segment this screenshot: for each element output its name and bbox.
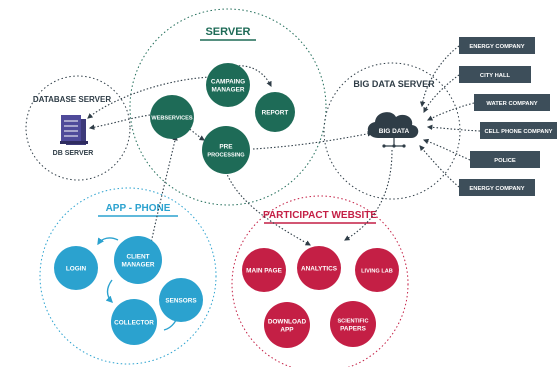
data-source-label: POLICE <box>494 158 516 164</box>
arrow-source4 <box>426 124 481 132</box>
node-circle <box>111 299 157 345</box>
node-label: LOGIN <box>66 265 87 272</box>
node-label: PRE <box>219 143 233 150</box>
node-circle <box>114 236 162 284</box>
arrow-campaign-to-db <box>87 76 211 119</box>
node-label: MANAGER <box>121 261 154 268</box>
arrow-source3 <box>427 102 475 121</box>
node-label: WEBSERVICES <box>151 115 193 121</box>
node-circle <box>242 248 286 292</box>
node-label: PROCESSING <box>207 152 244 158</box>
server-title: SERVER <box>205 26 250 38</box>
app-phone-node-login: LOGIN <box>54 246 98 290</box>
node-circle <box>297 246 341 290</box>
data-source-label: WATER COMPANY <box>486 101 537 107</box>
data-source-5: POLICE <box>470 151 540 168</box>
arrow-pre-to-bigdata <box>252 131 374 150</box>
data-source-label: CELL PHONE COMPANY <box>484 129 552 135</box>
big-data-server-group <box>323 62 461 200</box>
node-label: MAIN PAGE <box>246 267 282 274</box>
node-circle <box>159 278 203 322</box>
database-server-icon <box>60 115 88 145</box>
node-circle <box>255 92 295 132</box>
node-circle <box>355 248 399 292</box>
participant-website-node-mainpage: MAIN PAGE <box>242 248 286 292</box>
arrow-source2 <box>423 74 460 113</box>
arrow-client-to-collector <box>105 279 113 303</box>
node-label: PAPERS <box>340 325 367 332</box>
data-source-box <box>474 94 550 111</box>
data-source-box <box>470 151 540 168</box>
big-data-server-title: BIG DATA SERVER <box>353 79 435 89</box>
node-circle <box>54 246 98 290</box>
data-source-box <box>459 179 535 196</box>
node-label: LIVING LAB <box>361 268 393 274</box>
server-node-preprocessing: PRE PROCESSING <box>202 126 250 174</box>
arrow-bigdata-to-analytics <box>344 149 393 241</box>
cloud-label: BIG DATA <box>379 128 410 135</box>
arrow-source6 <box>419 145 460 188</box>
node-label: MANAGER <box>211 86 244 93</box>
node-circle <box>150 95 194 139</box>
server-node-webservices: WEBSERVICES <box>150 95 194 139</box>
arrow-pre-to-analytics <box>225 171 311 246</box>
node-label: APP <box>280 326 294 333</box>
node-label: SCIENTIFIC <box>337 318 368 324</box>
data-source-label: ENERGY COMPANY <box>469 44 524 50</box>
data-source-2: CITY HALL <box>459 66 531 83</box>
node-label: SENSORS <box>165 297 197 304</box>
node-circle <box>202 126 250 174</box>
data-source-6: ENERGY COMPANY <box>459 179 535 196</box>
participant-website-node-analytics: ANALYTICS <box>297 246 341 290</box>
app-phone-node-collector: COLLECTOR <box>111 299 157 345</box>
database-server-group <box>25 75 131 181</box>
participant-website-title: PARTICIPACT WEBSITE <box>263 210 377 221</box>
node-label: REPORT <box>262 109 289 116</box>
data-source-3: WATER COMPANY <box>474 94 550 111</box>
database-server-title: DATABASE SERVER <box>33 95 111 104</box>
data-source-box <box>459 37 535 54</box>
app-phone-title: APP - PHONE <box>106 203 171 214</box>
data-source-1: ENERGY COMPANY <box>459 37 535 54</box>
node-label: CAMPAING <box>211 78 245 85</box>
data-source-box <box>480 122 557 139</box>
node-label: DOWNLOAD <box>268 318 307 325</box>
data-source-label: ENERGY COMPANY <box>469 186 524 192</box>
node-circle <box>264 302 310 348</box>
db-server-label: DB SERVER <box>53 150 94 157</box>
node-label: CLIENT <box>126 253 149 260</box>
server-group <box>129 8 327 206</box>
arrow-source1 <box>419 45 460 108</box>
node-circle <box>330 301 376 347</box>
node-circle <box>206 63 250 107</box>
app-phone-node-sensors: SENSORS <box>159 278 203 322</box>
data-source-label: CITY HALL <box>480 73 511 79</box>
server-node-report: REPORT <box>255 92 295 132</box>
cloud-icon <box>367 112 419 148</box>
data-source-4: CELL PHONE COMPANY <box>480 122 557 139</box>
arrow-client-to-login <box>97 237 119 246</box>
arrow-webservices-to-db <box>88 114 151 130</box>
arrow-source5 <box>422 138 471 161</box>
data-source-box <box>459 66 531 83</box>
node-label: COLLECTOR <box>114 319 154 326</box>
participant-website-group <box>231 195 409 367</box>
node-label: ANALYTICS <box>301 265 338 272</box>
nodes: CAMPAINGMANAGERWEBSERVICESREPORTPREPROCE… <box>54 63 399 348</box>
app-phone-group <box>39 187 217 365</box>
participant-website-node-livinglab: LIVING LAB <box>355 248 399 292</box>
